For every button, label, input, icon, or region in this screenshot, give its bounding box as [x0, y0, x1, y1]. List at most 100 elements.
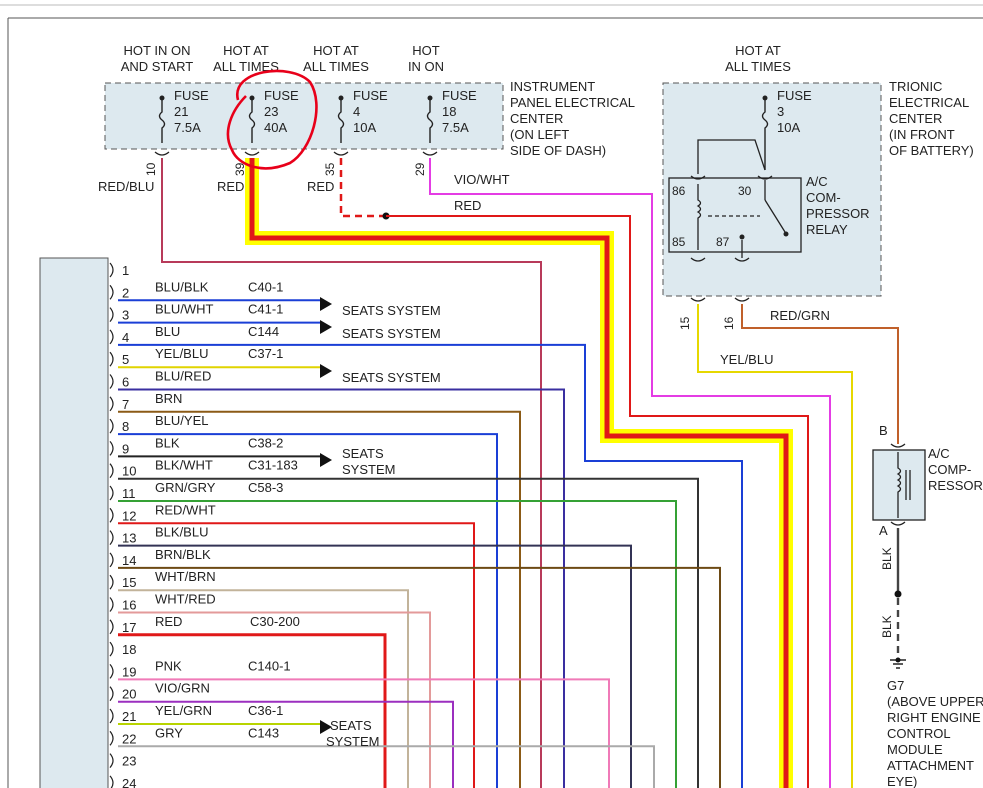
relay-switch	[764, 199, 786, 233]
pin-number: 1	[122, 263, 129, 278]
arrow-icon	[320, 720, 332, 734]
fuse-number: 3	[777, 104, 784, 119]
pin-number: 15	[678, 316, 692, 330]
terminal-icon	[109, 507, 114, 523]
ipec-box	[104, 82, 504, 150]
splice-dot	[894, 590, 902, 598]
connector-id-label: C140-1	[248, 658, 291, 673]
connector-pin-row: 18	[109, 641, 136, 657]
ground-location: (ABOVE UPPER	[887, 694, 983, 709]
connector-id-label: C144	[248, 324, 279, 339]
pin-number: 14	[122, 553, 136, 568]
terminal-icon	[109, 597, 114, 612]
arrow-icon	[320, 453, 332, 467]
wire-color-label: BLU/WHT	[155, 302, 214, 317]
connector-pin-row: 6 BLU/RED	[109, 369, 565, 788]
compressor-label: COMP-	[928, 462, 971, 477]
fuse-18: FUSE 18 7.5A	[426, 88, 477, 143]
seats-label: SEATS SYSTEM	[342, 370, 441, 385]
terminal-icon	[109, 284, 114, 300]
seats-label: SEATS SYSTEM	[342, 303, 441, 318]
terminal-icon	[109, 530, 114, 545]
terminal-icon	[109, 574, 114, 590]
connector-id-label: C58-3	[248, 480, 283, 495]
connector-id-label: C30-200	[250, 614, 300, 629]
relay-pin-label: 86	[672, 184, 686, 198]
connector-id-label: C37-1	[248, 346, 283, 361]
hot-label: AND START	[121, 59, 194, 74]
relay-name-line: A/C	[806, 174, 828, 189]
wire-color-label: RED	[217, 179, 244, 194]
relay-name-line: PRESSOR	[806, 206, 870, 221]
terminal-icon	[109, 418, 114, 434]
ground-name: G7	[887, 678, 904, 693]
relay-link	[697, 139, 766, 174]
relay-pin-label: 30	[738, 184, 752, 198]
pin-number: 35	[323, 162, 337, 176]
pin-number: 3	[122, 308, 129, 323]
wire-red-dashed	[339, 158, 386, 218]
tec-label-line: OF BATTERY)	[889, 143, 974, 158]
terminal-icon	[109, 329, 114, 345]
relay-name: A/C COM- PRESSOR RELAY	[806, 174, 870, 237]
pin-number: 7	[122, 397, 129, 412]
pin-number: 39	[233, 162, 247, 176]
terminal-icon	[109, 374, 114, 389]
fuse-word: FUSE	[174, 88, 209, 103]
ipec-label-line: CENTER	[510, 111, 563, 126]
contact-dot	[783, 231, 789, 237]
wire-color-label: BLK	[880, 547, 894, 570]
relay-pin-label: 85	[672, 235, 686, 249]
fuse-21: FUSE 21 7.5A	[158, 88, 209, 143]
terminal-icon	[244, 151, 260, 156]
terminal-icon	[109, 686, 114, 702]
tec-label-line: (IN FRONT	[889, 127, 955, 142]
pin-number: 16	[722, 316, 736, 330]
terminal-icon	[109, 262, 114, 278]
fuse-23: FUSE 23 40A	[248, 88, 299, 143]
wire	[118, 500, 677, 788]
pin-number: 23	[122, 754, 136, 769]
pin-number: 2	[122, 285, 129, 300]
wire-color-label: BLU	[155, 324, 180, 339]
tec-box	[662, 82, 882, 297]
connector-pin-row: 24	[109, 775, 136, 788]
connector-block	[39, 257, 109, 788]
pin-number: 9	[122, 441, 129, 456]
pin-number: 10	[144, 162, 158, 176]
terminal-icon	[109, 463, 114, 479]
tec-label-line: ELECTRICAL	[889, 95, 969, 110]
relay-name-line: COM-	[806, 190, 841, 205]
arrow-icon	[320, 364, 332, 378]
terminal-icon	[422, 151, 438, 156]
wire-vio-wht	[429, 158, 831, 788]
tec-label-line: CENTER	[889, 111, 942, 126]
connector-id-label: C36-1	[248, 703, 283, 718]
wire-color-label: BLK/WHT	[155, 458, 213, 473]
wire-red-grn	[741, 304, 899, 444]
pin-number: 6	[122, 375, 129, 390]
relay-pin-label: 87	[716, 235, 730, 249]
wire-color-label: BLU/RED	[155, 369, 211, 384]
terminal-icon	[109, 485, 114, 501]
fuse-amps: 7.5A	[442, 120, 469, 135]
wire-color-label: BLK	[155, 435, 180, 450]
wire	[118, 433, 498, 788]
compressor-label: A/C	[928, 446, 950, 461]
splice-dot	[895, 657, 901, 663]
hot-label: ALL TIMES	[303, 59, 369, 74]
pin-number: 11	[122, 486, 136, 501]
wire-color-label: YEL/GRN	[155, 703, 212, 718]
connector-id-label: C40-1	[248, 279, 283, 294]
arrow-icon	[320, 320, 332, 334]
terminal-icon	[757, 175, 773, 180]
